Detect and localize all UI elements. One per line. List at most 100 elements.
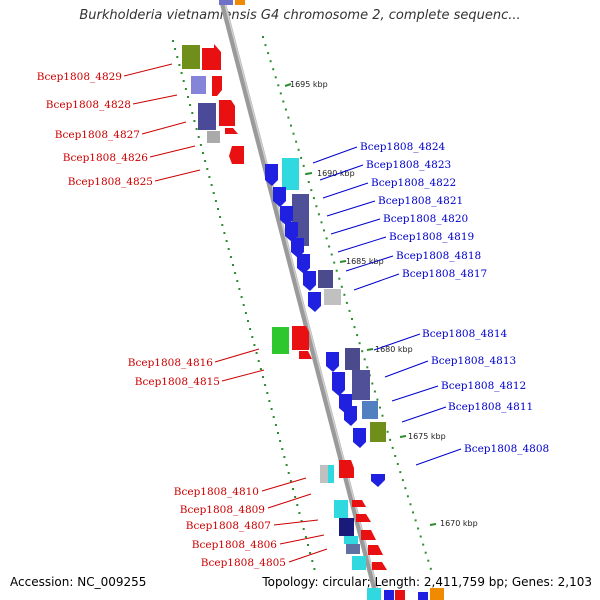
gene-label-4817[interactable]: Bcep1808_4817	[402, 268, 487, 280]
ruler-dot	[404, 487, 407, 490]
gene-label-4816[interactable]: Bcep1808_4816	[128, 357, 214, 369]
gene-label-4810[interactable]: Bcep1808_4810	[174, 486, 259, 498]
tick-label-1670: 1670 kbp	[440, 519, 478, 528]
ruler-dot	[427, 559, 430, 562]
ruler-dot	[221, 224, 224, 226]
gene-label-4806[interactable]: Bcep1808_4806	[192, 539, 278, 551]
gene-block-4815-4816[interactable]	[272, 326, 312, 359]
ruler-dot	[394, 455, 397, 457]
ruler-dot	[236, 280, 239, 282]
gene-block-4817-4824[interactable]	[265, 158, 341, 312]
ruler-dot	[283, 456, 286, 458]
ruler-dot	[255, 352, 258, 354]
ruler-dot	[249, 328, 252, 330]
ruler-dot	[277, 432, 279, 434]
gene-label-4811[interactable]: Bcep1808_4811	[448, 401, 533, 413]
ruler-dot	[264, 44, 267, 47]
ruler-dot	[310, 189, 313, 192]
ruler-dot	[371, 382, 374, 385]
ruler-dot	[302, 164, 305, 167]
gene-label-4824[interactable]: Bcep1808_4824	[360, 141, 446, 153]
ruler-dot	[315, 205, 318, 208]
ruler-dot	[189, 104, 192, 106]
gene-label-4818[interactable]: Bcep1808_4818	[396, 250, 481, 262]
gene-label-4822[interactable]: Bcep1808_4822	[371, 177, 456, 189]
forward-leader-lines	[312, 146, 462, 466]
ruler-dot	[313, 568, 316, 570]
ruler-dot	[338, 277, 341, 280]
ruler-dot	[285, 464, 288, 466]
ruler-dot	[401, 479, 404, 482]
ruler-dot	[290, 124, 292, 127]
ruler-dot	[376, 398, 379, 401]
ruler-dot	[340, 285, 343, 288]
gene-label-4809[interactable]: Bcep1808_4809	[180, 504, 265, 516]
ruler-dot	[247, 320, 249, 322]
ruler-dot	[195, 128, 198, 130]
ruler-dot	[307, 544, 309, 546]
ruler-dot	[277, 84, 280, 87]
ruler-dot	[330, 253, 333, 256]
ruler-dot	[174, 48, 177, 50]
gene-block-4808-4814[interactable]	[326, 348, 386, 487]
accession-text: Accession: NC_009255	[10, 575, 147, 589]
ruler-dot	[300, 520, 303, 522]
ruler-dot	[176, 56, 179, 58]
gene-label-4807[interactable]: Bcep1808_4807	[186, 520, 271, 532]
gene-label-4812[interactable]: Bcep1808_4812	[441, 380, 526, 392]
gene-label-4825[interactable]: Bcep1808_4825	[68, 176, 153, 188]
gene-label-4815[interactable]: Bcep1808_4815	[135, 376, 220, 388]
ruler-dot	[287, 472, 290, 474]
ruler-dot	[373, 390, 376, 393]
ruler-dot	[208, 176, 211, 178]
ruler-dot	[298, 512, 301, 514]
ruler-dot	[363, 358, 366, 361]
ruler-dot	[302, 528, 305, 530]
ruler-dot	[287, 116, 290, 119]
gene-label-4805[interactable]: Bcep1808_4805	[201, 557, 286, 569]
forward-gene-labels: Bcep1808_4824 Bcep1808_4823 Bcep1808_482…	[360, 141, 549, 455]
ruler-dot	[214, 200, 217, 202]
ruler-dot	[296, 504, 299, 506]
gene-block-4805-4810[interactable]	[320, 460, 444, 600]
gene-label-4821[interactable]: Bcep1808_4821	[378, 195, 463, 207]
ruler-dot	[269, 60, 272, 63]
ruler-dot	[240, 296, 243, 298]
ruler-dot	[320, 221, 323, 224]
gene-label-4814[interactable]: Bcep1808_4814	[422, 328, 508, 340]
ruler-dot	[234, 272, 237, 274]
ruler-dot	[309, 552, 312, 554]
ruler-dot	[225, 240, 228, 242]
gene-label-4808[interactable]: Bcep1808_4808	[464, 443, 549, 455]
ruler-dot	[289, 480, 292, 482]
ruler-dot	[325, 237, 328, 240]
ruler-dot	[343, 293, 346, 296]
ruler-dot	[406, 495, 409, 498]
ruler-dot	[182, 80, 185, 82]
gene-block-4825-4829[interactable]	[182, 44, 244, 164]
ruler-dot	[345, 301, 348, 304]
ruler-dot	[227, 248, 230, 250]
gene-label-4827[interactable]: Bcep1808_4827	[55, 129, 140, 141]
ruler-dot	[244, 312, 247, 314]
ruler-dot	[212, 192, 215, 194]
ruler-dot	[262, 376, 264, 378]
ruler-dot	[379, 406, 381, 409]
gene-label-4813[interactable]: Bcep1808_4813	[431, 355, 516, 367]
gene-label-4823[interactable]: Bcep1808_4823	[366, 159, 451, 171]
gene-label-4819[interactable]: Bcep1808_4819	[389, 231, 474, 243]
ruler-dot	[223, 232, 226, 234]
ruler-dot	[259, 368, 262, 370]
gene-label-4829[interactable]: Bcep1808_4829	[37, 71, 122, 83]
ruler-dot	[284, 108, 287, 111]
gene-label-4828[interactable]: Bcep1808_4828	[46, 99, 131, 111]
ruler-dot	[311, 560, 314, 562]
gene-label-4826[interactable]: Bcep1808_4826	[63, 152, 149, 164]
ruler-dot	[353, 326, 356, 329]
ruler-dot	[217, 208, 219, 210]
ruler-dot	[399, 471, 402, 474]
ruler-dot	[386, 430, 389, 433]
gene-label-4820[interactable]: Bcep1808_4820	[383, 213, 468, 225]
